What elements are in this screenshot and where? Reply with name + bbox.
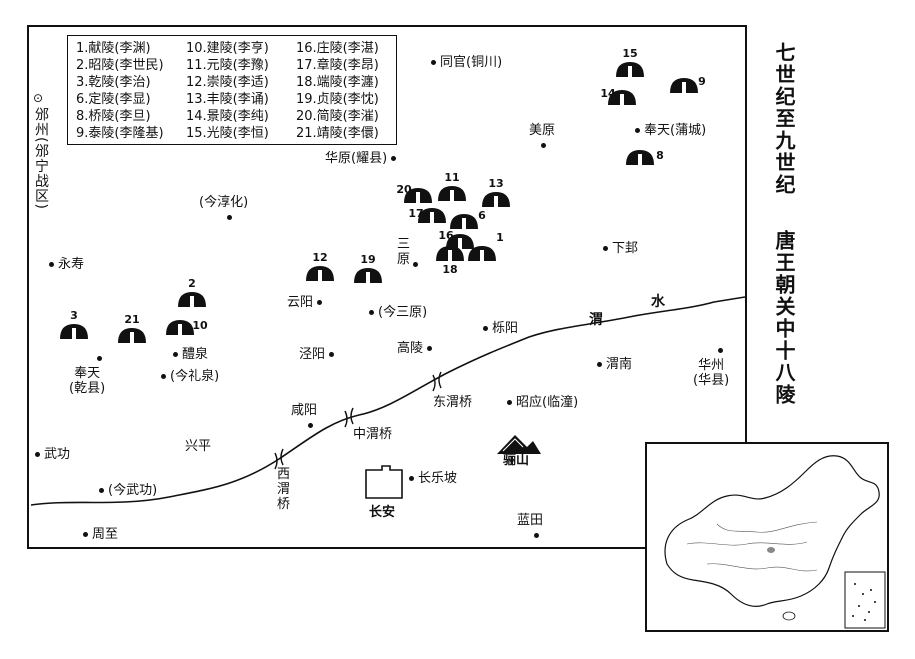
- place-zhouzhi: 周至: [83, 527, 118, 542]
- legend-item: 14.景陵(李纯): [186, 109, 269, 124]
- place-xiagui: 下邽: [603, 241, 638, 256]
- place-xiweiqiao: 西渭桥: [277, 467, 291, 512]
- legend-item: 20.简陵(李漼): [296, 109, 379, 124]
- tomb-9: 9: [669, 67, 706, 93]
- river-label-shui: 水: [651, 294, 665, 310]
- legend-box: 1.献陵(李渊) 2.昭陵(李世民) 3.乾陵(李治) 6.定陵(李显) 8.桥…: [67, 35, 397, 145]
- place-sanyuan-dot: [413, 257, 418, 272]
- tomb-21: 21: [117, 313, 147, 343]
- tomb-13: 13: [481, 177, 511, 207]
- place-lishan: 骊山: [503, 453, 530, 468]
- place-binzhou: 邠州(邠宁战区): [33, 107, 49, 210]
- place-chunhua: (今淳化): [199, 195, 248, 225]
- place-zhongweiqiao: 中渭桥: [353, 427, 393, 442]
- place-fengtian-pucheng: 奉天(蒲城): [635, 123, 706, 138]
- wei-river: [30, 296, 745, 506]
- bridge-dongweiqiao: [432, 371, 442, 392]
- place-meiyuan: 美原: [529, 123, 555, 153]
- place-yunyang: 云阳: [287, 295, 323, 310]
- place-weinan: 渭南: [597, 357, 632, 372]
- place-huayuan: 华原(耀县): [325, 151, 397, 166]
- tomb-6: 6: [449, 203, 486, 229]
- legend-item: 21.靖陵(李儇): [296, 126, 379, 141]
- place-liyang: 栎阳: [483, 321, 518, 336]
- tomb-14: 14: [600, 79, 637, 105]
- changan-city-icon: [365, 465, 403, 499]
- tomb-16: 16: [438, 223, 475, 249]
- river-label-wei: 渭: [589, 312, 603, 328]
- china-outline-icon: [664, 455, 886, 629]
- place-xianyang: 咸阳: [291, 403, 317, 433]
- place-changan: 长安: [369, 505, 396, 520]
- tomb-3: 3: [59, 309, 89, 339]
- tomb-18: 18: [435, 235, 465, 276]
- legend-item: 9.泰陵(李隆基): [76, 126, 164, 141]
- place-xingping: 兴平: [185, 439, 212, 454]
- place-zhaoying: 昭应(临潼): [507, 395, 578, 410]
- tomb-20: 20: [396, 177, 433, 203]
- tomb-10: 10: [165, 309, 208, 335]
- legend-item: 12.崇陵(李适): [186, 75, 269, 90]
- tomb-8: 8: [625, 139, 664, 165]
- place-jingyang: 泾阳: [299, 347, 335, 362]
- legend-item: 18.端陵(李瀍): [296, 75, 379, 90]
- legend-item: 10.建陵(李亨): [186, 41, 269, 56]
- place-wugong: 武功: [35, 447, 70, 462]
- place-changlepo: 长乐坡: [409, 471, 457, 486]
- place-jin-liquan: (今礼泉): [161, 369, 219, 384]
- legend-item: 11.元陵(李豫): [186, 58, 269, 73]
- legend-item: 19.贞陵(李忱): [296, 92, 379, 107]
- place-lantian: 蓝田: [517, 513, 543, 543]
- tomb-15: 15: [615, 47, 645, 77]
- place-huazhou: 华州(华县): [693, 343, 729, 388]
- legend-item: 1.献陵(李渊): [76, 41, 151, 56]
- place-sanyuan: 三原: [397, 237, 411, 267]
- map-frame: 1.献陵(李渊) 2.昭陵(李世民) 3.乾陵(李治) 6.定陵(李显) 8.桥…: [27, 25, 747, 549]
- place-liquan: 醴泉: [173, 347, 208, 362]
- lishan-mountain-icon: [497, 435, 541, 454]
- tomb-12: 12: [305, 251, 335, 281]
- legend-item: 6.定陵(李显): [76, 92, 151, 107]
- legend-item: 17.章陵(李昂): [296, 58, 379, 73]
- legend-item: 16.庄陵(李湛): [296, 41, 379, 56]
- place-gaoling: 高陵: [397, 341, 433, 356]
- tomb-11: 11: [437, 171, 467, 201]
- binzhou-marker-icon: ⊙: [33, 91, 44, 105]
- legend-item: 3.乾陵(李治): [76, 75, 151, 90]
- legend-col-3: 16.庄陵(李湛) 17.章陵(李昂) 18.端陵(李瀍) 19.贞陵(李忱) …: [296, 40, 379, 142]
- title-sub: 唐王朝关中十八陵: [772, 230, 796, 406]
- place-jin-wugong: (今武功): [99, 483, 157, 498]
- legend-item: 15.光陵(李恒): [186, 126, 269, 141]
- bridge-xiweiqiao: [274, 448, 284, 470]
- tomb-2: 2: [177, 277, 207, 307]
- place-dongweiqiao: 东渭桥: [433, 395, 473, 410]
- place-tongguan: 同官(铜川): [431, 55, 502, 70]
- china-inset-map: [645, 442, 889, 632]
- tomb-19: 19: [353, 253, 383, 283]
- legend-col-1: 1.献陵(李渊) 2.昭陵(李世民) 3.乾陵(李治) 6.定陵(李显) 8.桥…: [76, 40, 164, 142]
- bridge-zhongweiqiao: [344, 407, 354, 428]
- legend-col-2: 10.建陵(李亨) 11.元陵(李豫) 12.崇陵(李适) 13.丰陵(李诵) …: [186, 40, 269, 142]
- place-jin-sanyuan: (今三原): [369, 305, 427, 320]
- guanzhong-marker-icon: [767, 547, 775, 553]
- place-yongshou: 永寿: [49, 257, 84, 272]
- tomb-1: 1: [467, 231, 504, 261]
- legend-item: 2.昭陵(李世民): [76, 58, 164, 73]
- title-main: 七世纪至九世纪: [772, 42, 796, 196]
- legend-item: 8.桥陵(李旦): [76, 109, 151, 124]
- place-fengtian-qian: 奉天(乾县): [69, 351, 105, 396]
- legend-item: 13.丰陵(李诵): [186, 92, 269, 107]
- tomb-17: 17: [408, 197, 447, 223]
- wei-river-line: [30, 296, 745, 506]
